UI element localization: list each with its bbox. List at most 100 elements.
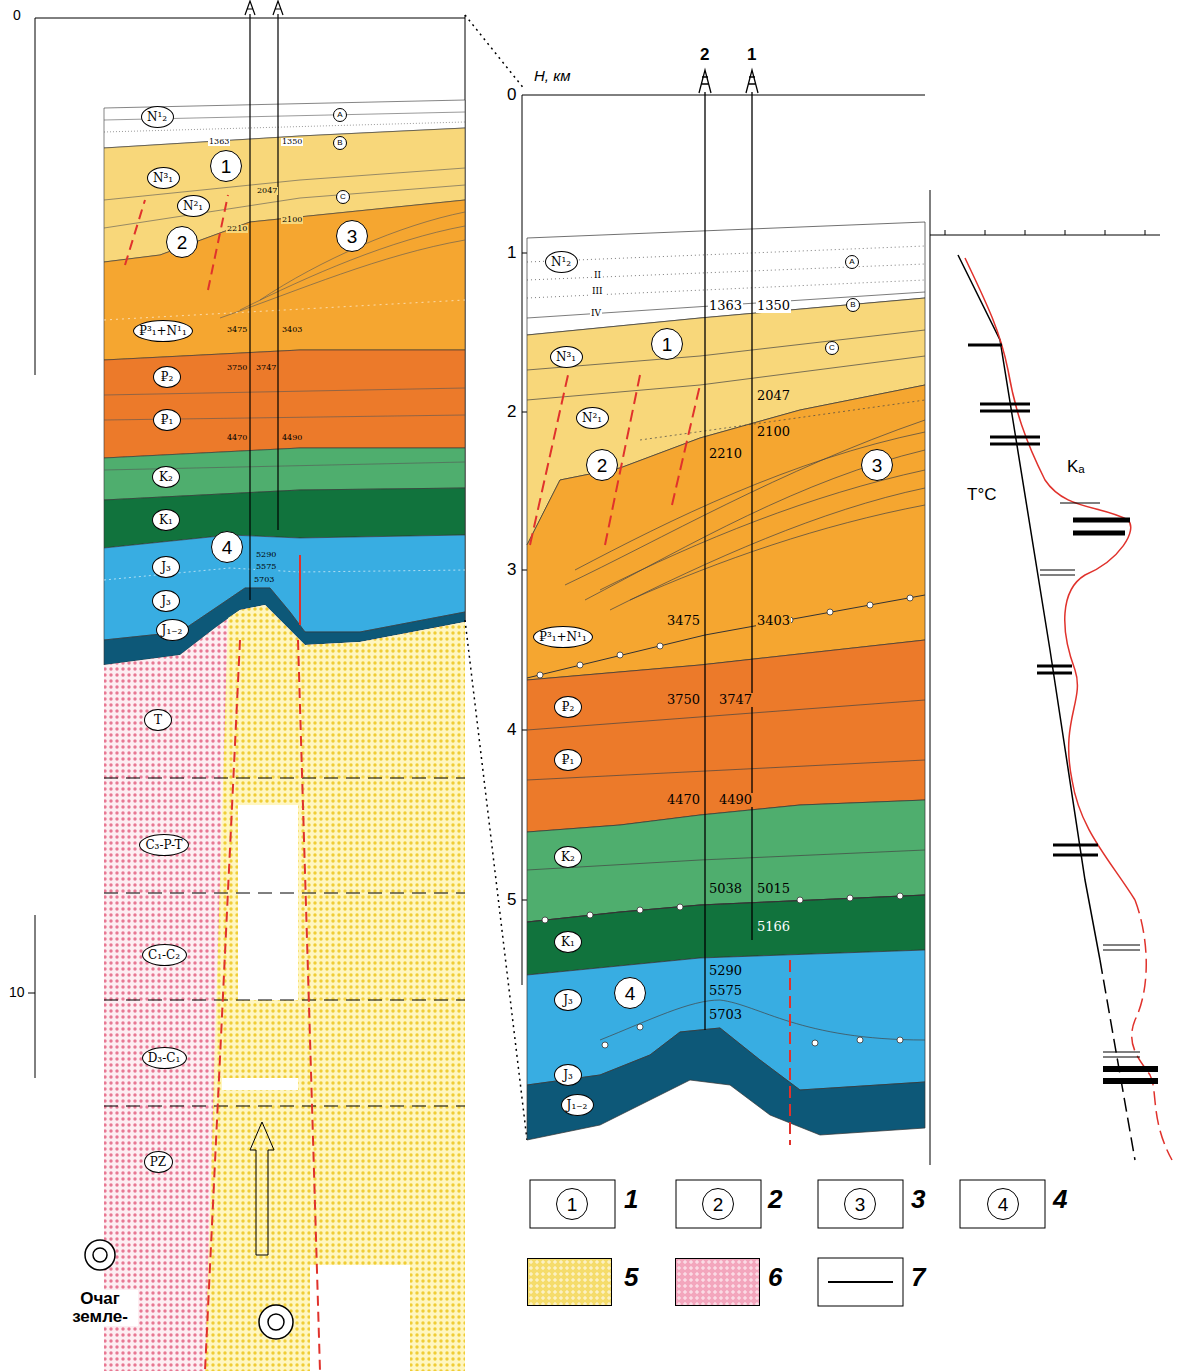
- node-text: A: [337, 111, 342, 119]
- formation-oval: T: [144, 709, 172, 731]
- sand-index: III: [591, 287, 604, 296]
- node-text: J₃: [161, 595, 171, 607]
- depth-mark: 5703: [253, 576, 275, 584]
- node-text: K₂: [561, 851, 575, 863]
- formation-oval: K₂: [152, 466, 180, 488]
- unit-number-circle: 1: [651, 328, 683, 360]
- legend-number: 5: [624, 1264, 638, 1290]
- node-text: ₽³₁+N¹₁: [139, 325, 186, 337]
- depth-mark: 5015: [756, 882, 791, 896]
- depth-mark: 5290: [708, 964, 743, 978]
- depth-mark: 2210: [708, 447, 743, 461]
- node-text: 2: [597, 456, 608, 475]
- node-text: J₃: [563, 1069, 573, 1081]
- unit-number-circle: 3: [861, 449, 893, 481]
- node-text: ₽₁: [161, 414, 173, 426]
- curve-label: T°C: [966, 486, 997, 504]
- formation-oval: J₃: [152, 556, 180, 578]
- formation-oval: N¹₂: [545, 251, 578, 273]
- formation-oval: ₽₁: [153, 409, 181, 431]
- left-wells: [245, 1, 283, 600]
- depth-axis: [522, 95, 925, 985]
- node-text: 4: [222, 538, 233, 557]
- unit-number-circle: 3: [336, 220, 368, 252]
- unit-number-circle: 4: [614, 977, 646, 1009]
- unit-number-circle: 2: [586, 449, 618, 481]
- depth-mark: 5575: [255, 563, 277, 571]
- formation-oval: K₂: [554, 846, 582, 868]
- depth-mark: 2100: [756, 425, 791, 439]
- right-wells: [699, 70, 758, 1030]
- depth-mark: 3747: [718, 693, 753, 707]
- unconformity: [527, 595, 925, 1048]
- formation-oval: J₃: [554, 1064, 582, 1086]
- formation-oval: K₁: [554, 931, 582, 953]
- formation-oval: J₃: [554, 989, 582, 1011]
- node-text: 2: [177, 233, 188, 252]
- node-text: K₂: [159, 471, 173, 483]
- axis-tick: 5: [506, 891, 517, 909]
- temperature-curve: [958, 255, 1135, 1160]
- node-text: C₁-C₂: [148, 949, 180, 961]
- node-text: 3: [872, 456, 883, 475]
- sand-index: II: [593, 271, 602, 280]
- horizon-circle: A: [333, 108, 347, 122]
- well-number: 1: [746, 46, 757, 64]
- node-text: N²₁: [582, 412, 602, 424]
- left-faults: [125, 195, 320, 1371]
- formation-oval: C₃-P-T: [139, 834, 189, 856]
- node-text: A: [849, 258, 854, 266]
- depth-mark: 4490: [281, 434, 303, 442]
- unit-number-circle: 2: [166, 226, 198, 258]
- node-text: 3: [855, 1195, 866, 1214]
- axis-tick: 3: [506, 561, 517, 579]
- node-text: N¹₂: [147, 111, 167, 123]
- axis-tick: 10: [8, 985, 26, 1000]
- legend-number: 3: [911, 1186, 925, 1212]
- depth-mark: 3475: [226, 326, 248, 334]
- depth-mark: 3403: [281, 326, 303, 334]
- ka-curve: [965, 258, 1172, 1160]
- legend-circle: 3: [844, 1188, 876, 1220]
- node-text: ₽₂: [562, 701, 574, 713]
- depth-mark: 2100: [281, 216, 303, 224]
- depth-mark: 2210: [226, 225, 248, 233]
- axis-tick: 0: [506, 86, 517, 104]
- depth-mark: 1350: [756, 299, 791, 313]
- axis-tick: 0: [12, 8, 22, 23]
- blank-zone: [238, 805, 298, 1000]
- axis-title: H, км: [533, 68, 572, 84]
- formation-oval: J₁₋₂: [156, 619, 189, 641]
- formation-oval: K₁: [152, 509, 180, 531]
- node-text: ₽₁: [562, 754, 574, 766]
- right-faults: [530, 375, 790, 1145]
- formation-oval: ₽₂: [153, 366, 181, 388]
- formation-oval: J₁₋₂: [561, 1094, 594, 1116]
- legend-number: 2: [768, 1186, 782, 1212]
- blank-zone: [310, 1265, 410, 1371]
- depth-mark: 1363: [208, 138, 230, 146]
- horizon-circle: C: [336, 190, 350, 204]
- depth-mark: 5038: [708, 882, 743, 896]
- node-text: T: [154, 714, 162, 726]
- sand-index: IV: [590, 309, 602, 318]
- depth-mark: 2047: [256, 187, 278, 195]
- formation-oval: ₽³₁+N¹₁: [533, 626, 593, 648]
- depth-mark: 3750: [226, 364, 248, 372]
- depth-mark: 2047: [756, 389, 791, 403]
- productive-intervals: [968, 345, 1158, 1084]
- node-text: 1: [221, 157, 232, 176]
- legend-circle: 2: [702, 1188, 734, 1220]
- legend-number: 4: [1053, 1186, 1067, 1212]
- depth-mark: 1363: [708, 299, 743, 313]
- stratigraphic-boundaries: [104, 778, 465, 1106]
- depth-mark: 1350: [281, 138, 303, 146]
- node-text: ₽³₁+N¹₁: [539, 631, 586, 643]
- formation-oval: ₽₂: [554, 696, 582, 718]
- curve-label: Kₐ: [1066, 458, 1086, 476]
- formation-oval: N²₁: [576, 407, 609, 429]
- node-text: 2: [713, 1195, 724, 1214]
- depth-mark: 4470: [666, 793, 701, 807]
- depth-mark: 4470: [226, 434, 248, 442]
- formation-oval: C₁-C₂: [142, 944, 187, 966]
